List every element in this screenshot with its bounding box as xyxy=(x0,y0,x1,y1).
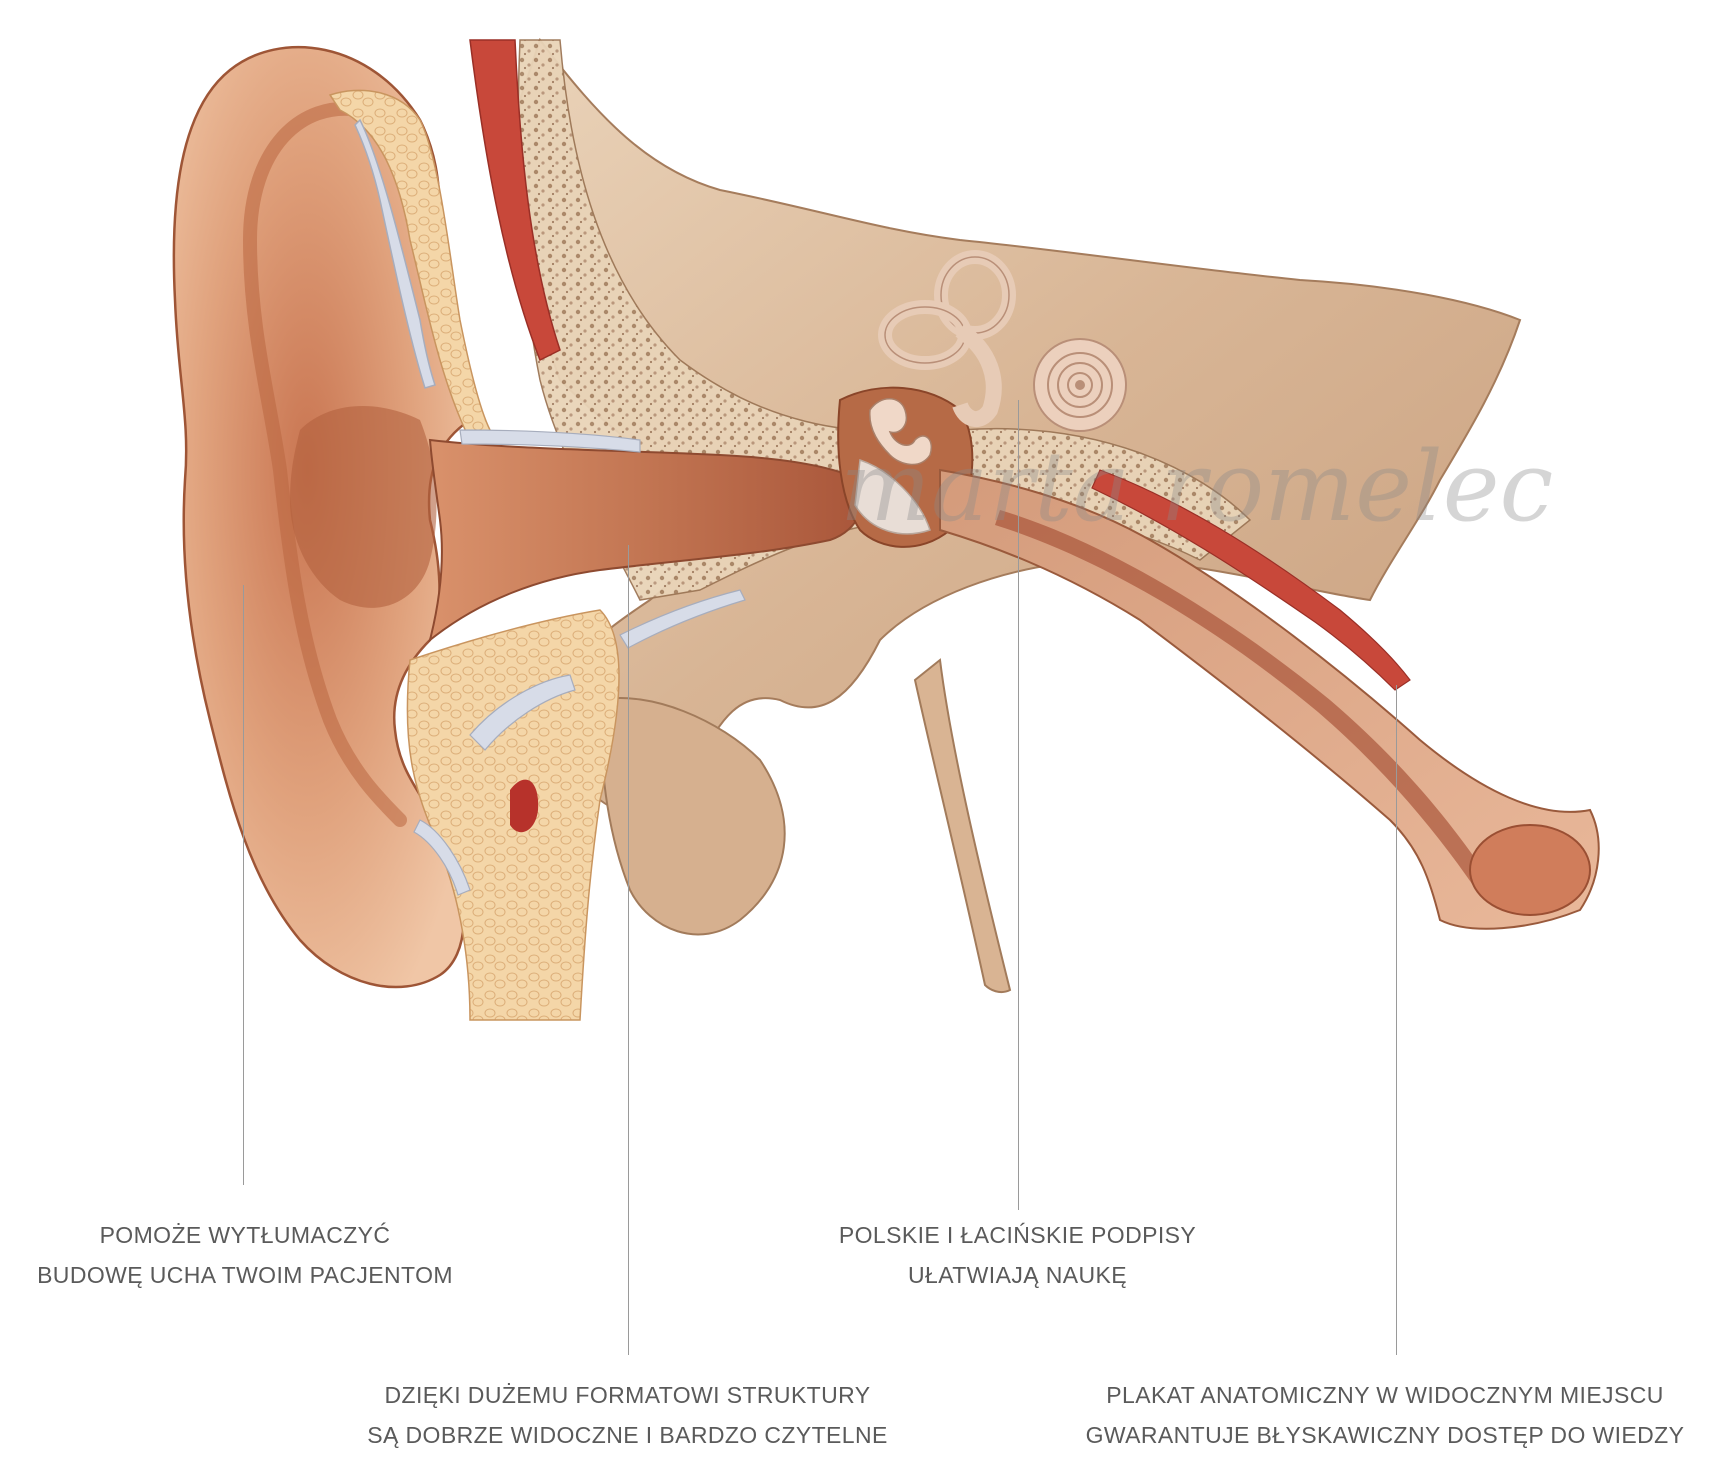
leader-line-labels xyxy=(1018,400,1019,1210)
caption-explain-line2: BUDOWĘ UCHA TWOIM PACJENTOM xyxy=(37,1262,453,1288)
tube-opening xyxy=(1469,824,1591,916)
canal-cartilage-upper xyxy=(459,429,641,453)
cartilage-plate-1 xyxy=(354,118,436,389)
caption-poster-line1: PLAKAT ANATOMICZNY W WIDOCZNYM MIEJSCU xyxy=(1106,1382,1664,1408)
caption-format: DZIĘKI DUŻEMU FORMATOWI STRUKTURY SĄ DOB… xyxy=(350,1375,905,1455)
caption-labels: POLSKIE I ŁACIŃSKIE PODPISY UŁATWIAJĄ NA… xyxy=(830,1215,1205,1295)
semicircular-canals xyxy=(878,250,1016,427)
caption-poster: PLAKAT ANATOMICZNY W WIDOCZNYM MIEJSCU G… xyxy=(1075,1375,1695,1455)
caption-format-line1: DZIĘKI DUŻEMU FORMATOWI STRUKTURY xyxy=(384,1382,871,1408)
leader-line-format xyxy=(628,545,629,1355)
caption-labels-line2: UŁATWIAJĄ NAUKĘ xyxy=(908,1262,1127,1288)
tympanic-membrane xyxy=(854,458,931,535)
lower-cartilage-1 xyxy=(469,674,576,751)
lower-cartilage-2 xyxy=(413,819,471,896)
tube-muscle xyxy=(1091,469,1411,691)
antihelix xyxy=(242,101,407,827)
leader-line-poster xyxy=(1396,685,1397,1355)
ossicles xyxy=(869,398,932,466)
caption-poster-line2: GWARANTUJE BŁYSKAWICZNY DOSTĘP DO WIEDZY xyxy=(1085,1422,1685,1448)
caption-explain-line1: POMOŻE WYTŁUMACZYĆ xyxy=(99,1222,391,1248)
caption-explain: POMOŻE WYTŁUMACZYĆ BUDOWĘ UCHA TWOIM PAC… xyxy=(25,1215,465,1295)
styloid-process xyxy=(913,658,1012,994)
watermark: marta romelec xyxy=(840,431,1553,543)
concha xyxy=(290,406,437,608)
canal-cartilage-lower xyxy=(619,589,746,649)
cochlea xyxy=(1033,338,1127,432)
auricular-cartilage-upper xyxy=(328,89,492,442)
blood-vessel xyxy=(510,779,539,833)
temporal-muscle xyxy=(469,39,561,362)
leader-line-explain xyxy=(243,585,244,1185)
mastoid-process xyxy=(598,697,786,936)
caption-labels-line1: POLSKIE I ŁACIŃSKIE PODPISY xyxy=(838,1222,1197,1248)
external-acoustic-meatus xyxy=(428,438,865,643)
caption-format-line2: SĄ DOBRZE WIDOCZNE I BARDZO CZYTELNE xyxy=(367,1422,888,1448)
